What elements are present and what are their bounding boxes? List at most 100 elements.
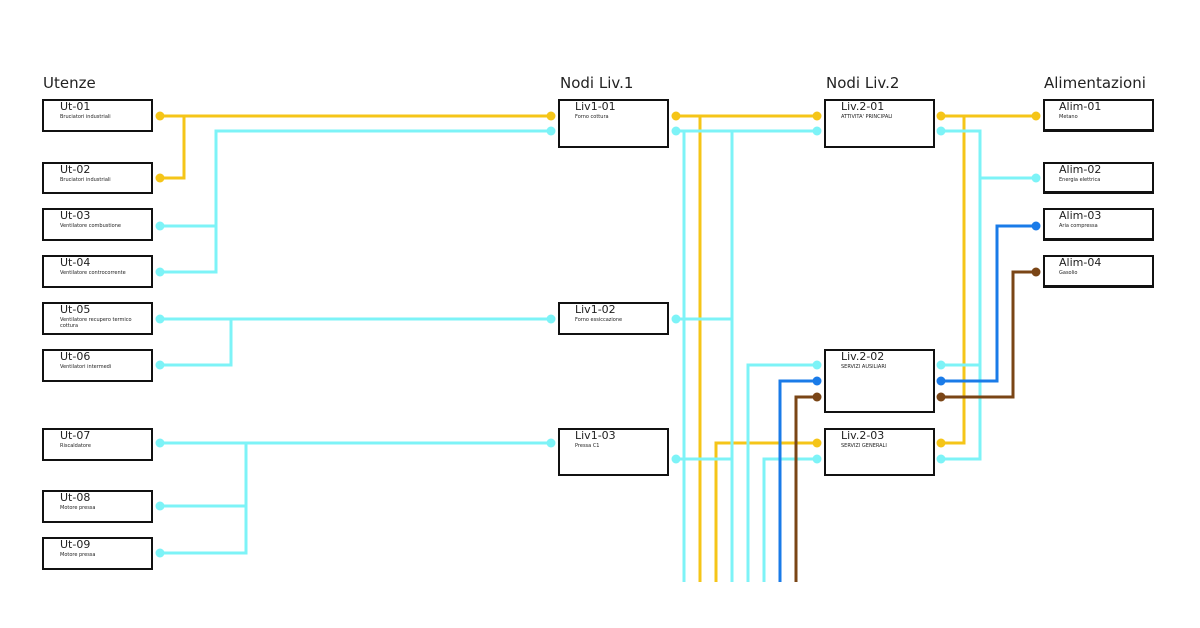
connector-dot[interactable] (155, 360, 165, 370)
header-nodi-liv2: Nodi Liv.2 (826, 74, 900, 92)
connector-dot[interactable] (936, 126, 946, 136)
utenza-ut-08[interactable]: Ut-08 Motore pressa (42, 490, 153, 523)
nodo-desc: Forno cottura (575, 114, 609, 120)
wire-gasolio (794, 395, 816, 582)
wire-energia (941, 129, 982, 461)
alim-id: Alim-04 (1059, 256, 1102, 269)
connector-dot[interactable] (936, 376, 946, 386)
connector-dot[interactable] (1031, 267, 1041, 277)
utenza-id: Ut-05 (60, 303, 91, 316)
utenza-desc: Riscaldatore (60, 443, 91, 449)
connector-dot[interactable] (155, 438, 165, 448)
connector-dot[interactable] (671, 314, 681, 324)
connector-dot[interactable] (812, 392, 822, 402)
connector-dot[interactable] (155, 501, 165, 511)
alim-desc: Gasolio (1059, 270, 1078, 276)
nodo-liv2-03[interactable]: Liv.2-03 SERVIZI GENERALI (824, 428, 935, 476)
utenza-desc: Ventilatori intermedi (60, 364, 112, 370)
nodo-liv1-03[interactable]: Liv1-03 Pressa C1 (558, 428, 669, 476)
nodo-desc: ATTIVITA' PRINCIPALI (841, 114, 893, 120)
nodo-desc: Forno essiccazione (575, 317, 623, 323)
alim-desc: Aria compressa (1059, 223, 1098, 229)
utenza-ut-05[interactable]: Ut-05 Ventilatore recupero termico cottu… (42, 302, 153, 335)
nodo-desc: SERVIZI GENERALI (841, 443, 887, 449)
utenza-ut-09[interactable]: Ut-09 Motore pressa (42, 537, 153, 570)
nodo-id: Liv.2-01 (841, 100, 885, 113)
nodo-liv1-02[interactable]: Liv1-02 Forno essiccazione (558, 302, 669, 335)
utenza-desc: Bruciatori industriali (60, 114, 111, 120)
utenza-ut-02[interactable]: Ut-02 Bruciatori industriali (42, 162, 153, 194)
connector-dot[interactable] (546, 438, 556, 448)
utenza-id: Ut-08 (60, 491, 91, 504)
utenza-desc: Ventilatore controcorrente (60, 270, 126, 276)
connector-dot[interactable] (812, 126, 822, 136)
utenza-desc: Motore pressa (60, 505, 96, 511)
wire-metano (714, 441, 816, 582)
alim-desc: Metano (1059, 114, 1078, 120)
nodo-id: Liv.2-03 (841, 429, 885, 442)
utenza-ut-06[interactable]: Ut-06 Ventilatori intermedi (42, 349, 153, 382)
utenza-id: Ut-09 (60, 538, 91, 551)
wire-aria (941, 224, 1036, 383)
alim-04[interactable]: Alim-04 Gasolio (1043, 255, 1154, 288)
utenza-id: Ut-06 (60, 350, 91, 363)
wire-energia (160, 319, 233, 367)
alim-01[interactable]: Alim-01 Metano (1043, 99, 1154, 132)
connector-dot[interactable] (936, 438, 946, 448)
connector-dot[interactable] (546, 126, 556, 136)
nodo-liv2-02[interactable]: Liv.2-02 SERVIZI AUSILIARI (824, 349, 935, 413)
connector-dot[interactable] (812, 454, 822, 464)
connector-dot[interactable] (546, 314, 556, 324)
connector-dot[interactable] (155, 221, 165, 231)
connector-dot[interactable] (155, 548, 165, 558)
nodo-desc: Pressa C1 (575, 443, 600, 449)
wire-energia (746, 363, 816, 582)
connector-dot[interactable] (812, 376, 822, 386)
connector-dot[interactable] (936, 392, 946, 402)
connector-dot[interactable] (155, 314, 165, 324)
wire-aria (778, 379, 816, 582)
utenza-desc: Motore pressa (60, 552, 96, 558)
connector-dot[interactable] (812, 360, 822, 370)
connector-dot[interactable] (936, 111, 946, 121)
alim-02[interactable]: Alim-02 Energia elettrica (1043, 162, 1154, 194)
connector-dot[interactable] (936, 360, 946, 370)
utenza-desc: Ventilatore combustione (60, 223, 121, 229)
utenza-ut-04[interactable]: Ut-04 Ventilatore controcorrente (42, 255, 153, 288)
utenza-ut-03[interactable]: Ut-03 Ventilatore combustione (42, 208, 153, 241)
utenza-id: Ut-03 (60, 209, 91, 222)
alim-id: Alim-03 (1059, 209, 1102, 222)
nodo-id: Liv.2-02 (841, 350, 885, 363)
header-alimentazioni: Alimentazioni (1044, 74, 1146, 92)
connector-dot[interactable] (812, 438, 822, 448)
wire-energia (762, 457, 816, 582)
wire-metano (941, 116, 966, 445)
nodo-liv2-01[interactable]: Liv.2-01 ATTIVITA' PRINCIPALI (824, 99, 935, 148)
nodo-id: Liv1-03 (575, 429, 616, 442)
utenza-id: Ut-02 (60, 163, 91, 176)
connector-dot[interactable] (671, 126, 681, 136)
nodo-id: Liv1-01 (575, 100, 616, 113)
connector-dot[interactable] (1031, 221, 1041, 231)
utenza-id: Ut-07 (60, 429, 91, 442)
connector-dot[interactable] (1031, 111, 1041, 121)
nodo-liv1-01[interactable]: Liv1-01 Forno cottura (558, 99, 669, 148)
utenza-desc: Bruciatori industriali (60, 177, 111, 183)
connector-dot[interactable] (546, 111, 556, 121)
utenza-ut-01[interactable]: Ut-01 Bruciatori industriali (42, 99, 153, 132)
wire-metano (160, 116, 186, 180)
connector-dot[interactable] (155, 111, 165, 121)
connector-dot[interactable] (155, 267, 165, 277)
connector-dot[interactable] (671, 454, 681, 464)
connector-dot[interactable] (936, 454, 946, 464)
utenza-ut-07[interactable]: Ut-07 Riscaldatore (42, 428, 153, 461)
connector-dot[interactable] (155, 173, 165, 183)
alim-id: Alim-01 (1059, 100, 1102, 113)
utenza-desc: Ventilatore recupero termico cottura (60, 317, 132, 329)
alim-03[interactable]: Alim-03 Aria compressa (1043, 208, 1154, 241)
wire-energia (160, 129, 550, 228)
connector-dot[interactable] (671, 111, 681, 121)
connector-dot[interactable] (1031, 173, 1041, 183)
connector-dot[interactable] (812, 111, 822, 121)
